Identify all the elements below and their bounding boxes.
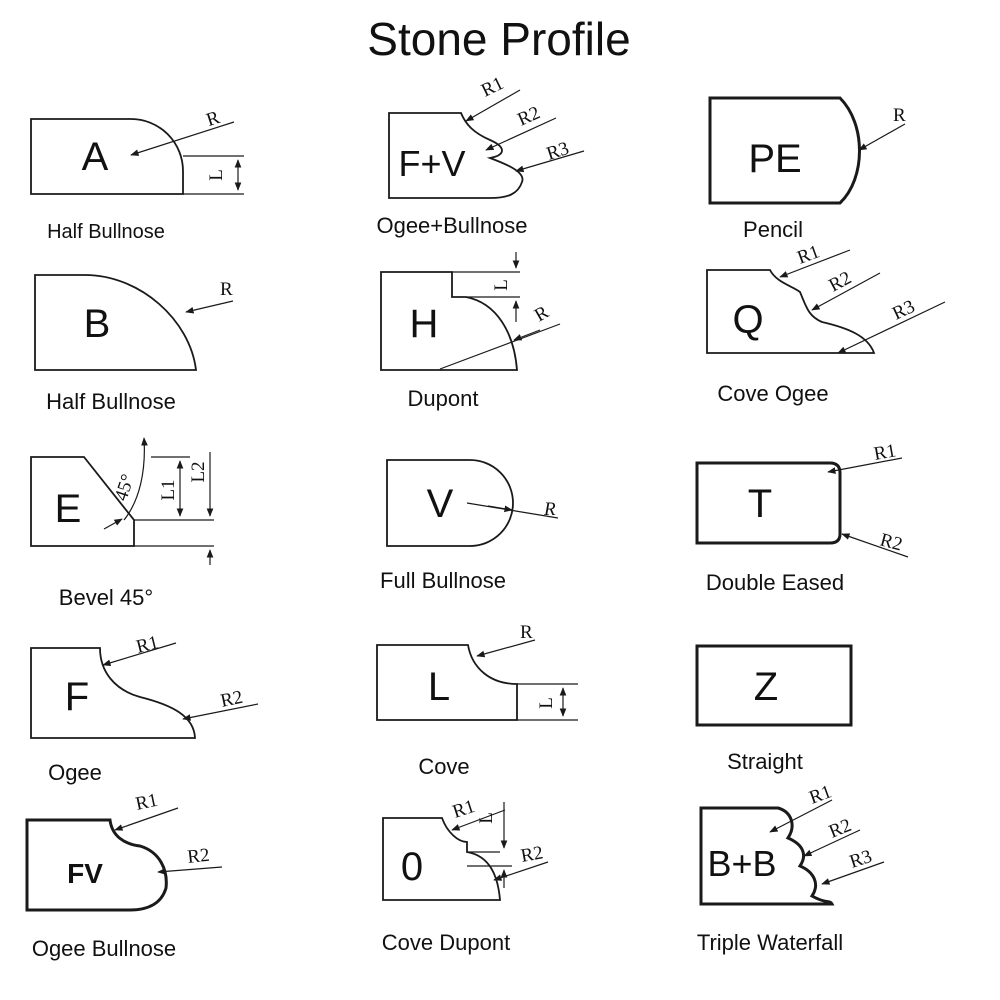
profile-fv-label-r2: R2 — [186, 845, 210, 868]
profile-t: T R1 R2 Double Eased — [695, 440, 909, 595]
profile-fv-ogee-bullnose-label-r3: R3 — [544, 138, 572, 165]
profile-t-outline — [695, 461, 842, 545]
profile-z-code: Z — [754, 665, 778, 709]
profile-fv-name: Ogee Bullnose — [32, 936, 176, 961]
profile-bb-label-r1: R1 — [807, 781, 835, 808]
profile-bb-code: B+B — [707, 843, 776, 884]
profile-f-label-r2: R2 — [219, 687, 245, 712]
profile-bb-outline — [699, 806, 835, 906]
profile-fv-ogee-bullnose-name: Ogee+Bullnose — [376, 213, 527, 238]
profile-b-code: B — [84, 302, 111, 346]
profile-t-code: T — [748, 482, 772, 526]
profile-f-label-r1: R1 — [134, 632, 161, 658]
profile-q-label-r2: R2 — [825, 267, 854, 296]
profile-0-label-l: L — [476, 812, 497, 824]
profile-e: E 45° L1 L2 Bevel 45° — [30, 437, 214, 610]
profile-pe-label-r: R — [893, 105, 906, 126]
profile-0-code: 0 — [401, 845, 423, 889]
profile-f-code: F — [65, 675, 89, 719]
profile-l: L R L Cove — [376, 622, 578, 779]
profile-a-name: Half Bullnose — [47, 221, 165, 243]
profile-0-name: Cove Dupont — [382, 930, 510, 955]
profile-fv-ogee-bullnose: F+V R1 R2 R3 Ogee+Bullnose — [376, 73, 585, 238]
profile-l-outline — [376, 644, 518, 721]
profile-v: V R Full Bullnose — [380, 459, 559, 593]
profile-h: H L R Dupont — [380, 252, 561, 411]
profile-pe-code: PE — [748, 137, 801, 181]
profile-fv-ogee-bullnose-label-r1: R1 — [478, 73, 507, 102]
profile-fv-outline — [25, 818, 168, 912]
profile-z-outline — [695, 644, 853, 727]
profile-fv: FV R1 R2 Ogee Bullnose — [25, 790, 223, 961]
profile-fv-ogee-bullnose-outline — [388, 112, 524, 199]
profile-f: F R1 R2 Ogee — [30, 632, 259, 785]
profile-e-name: Bevel 45° — [59, 585, 153, 610]
profile-h-code: H — [410, 302, 439, 346]
profile-q-label-r3: R3 — [889, 296, 918, 324]
profile-l-label-l: L — [536, 697, 557, 709]
profile-fv-label-r1: R1 — [134, 790, 160, 815]
profile-b-label-r: R — [220, 279, 233, 300]
profile-q-name: Cove Ogee — [717, 381, 828, 406]
profile-l-code: L — [428, 665, 450, 709]
profile-v-label-r: R — [543, 499, 556, 520]
profile-pe: PE R Pencil — [708, 96, 906, 242]
profile-v-code: V — [427, 482, 454, 526]
profile-a: A R L Half Bullnose — [30, 107, 244, 243]
profile-a-label-r: R — [204, 107, 223, 131]
profile-pe-name: Pencil — [743, 217, 803, 242]
profile-fv-ogee-bullnose-code: F+V — [398, 143, 465, 184]
profile-pe-outline — [708, 96, 861, 205]
profile-a-outline — [30, 118, 184, 195]
profile-a-code: A — [82, 135, 109, 179]
page-title: Stone Profile — [367, 13, 630, 65]
profile-z-name: Straight — [727, 749, 803, 774]
profile-t-name: Double Eased — [706, 570, 844, 595]
profile-b: B R Half Bullnose — [34, 274, 234, 414]
profile-h-label-r: R — [531, 302, 553, 327]
profile-q: Q R1 R2 R3 Cove Ogee — [706, 241, 946, 406]
profile-f-name: Ogee — [48, 760, 102, 785]
profile-v-name: Full Bullnose — [380, 568, 506, 593]
profile-h-name: Dupont — [408, 386, 479, 411]
profile-bb: B+B R1 R2 R3 Triple Waterfall — [697, 781, 885, 955]
profile-z: Z Straight — [695, 644, 853, 774]
profile-e-outline — [30, 456, 135, 547]
profile-t-label-r2: R2 — [878, 530, 905, 556]
profile-v-outline — [386, 459, 514, 547]
profile-q-label-r1: R1 — [795, 241, 823, 268]
profile-h-label-l: L — [491, 279, 512, 291]
profile-q-code: Q — [732, 298, 763, 342]
profile-l-label-r: R — [520, 622, 533, 643]
profile-t-label-r1: R1 — [872, 440, 897, 465]
profile-e-label-l1: L1 — [158, 479, 179, 500]
profile-bb-label-r3: R3 — [847, 846, 875, 873]
profile-0: 0 R1 L R2 Cove Dupont — [382, 796, 549, 955]
profile-e-label-angle: 45° — [111, 472, 139, 504]
profile-0-label-r1: R1 — [450, 796, 478, 823]
profile-e-code: E — [55, 487, 82, 531]
profile-0-label-r2: R2 — [519, 842, 544, 867]
profile-l-name: Cove — [418, 754, 469, 779]
profile-b-name: Half Bullnose — [46, 389, 176, 414]
profile-bb-label-r2: R2 — [826, 815, 854, 843]
profile-bb-name: Triple Waterfall — [697, 930, 843, 955]
profile-fv-code: FV — [67, 858, 103, 889]
profile-e-label-l2: L2 — [188, 461, 209, 482]
profile-a-label-l: L — [206, 169, 227, 181]
profile-b-outline — [34, 274, 198, 371]
